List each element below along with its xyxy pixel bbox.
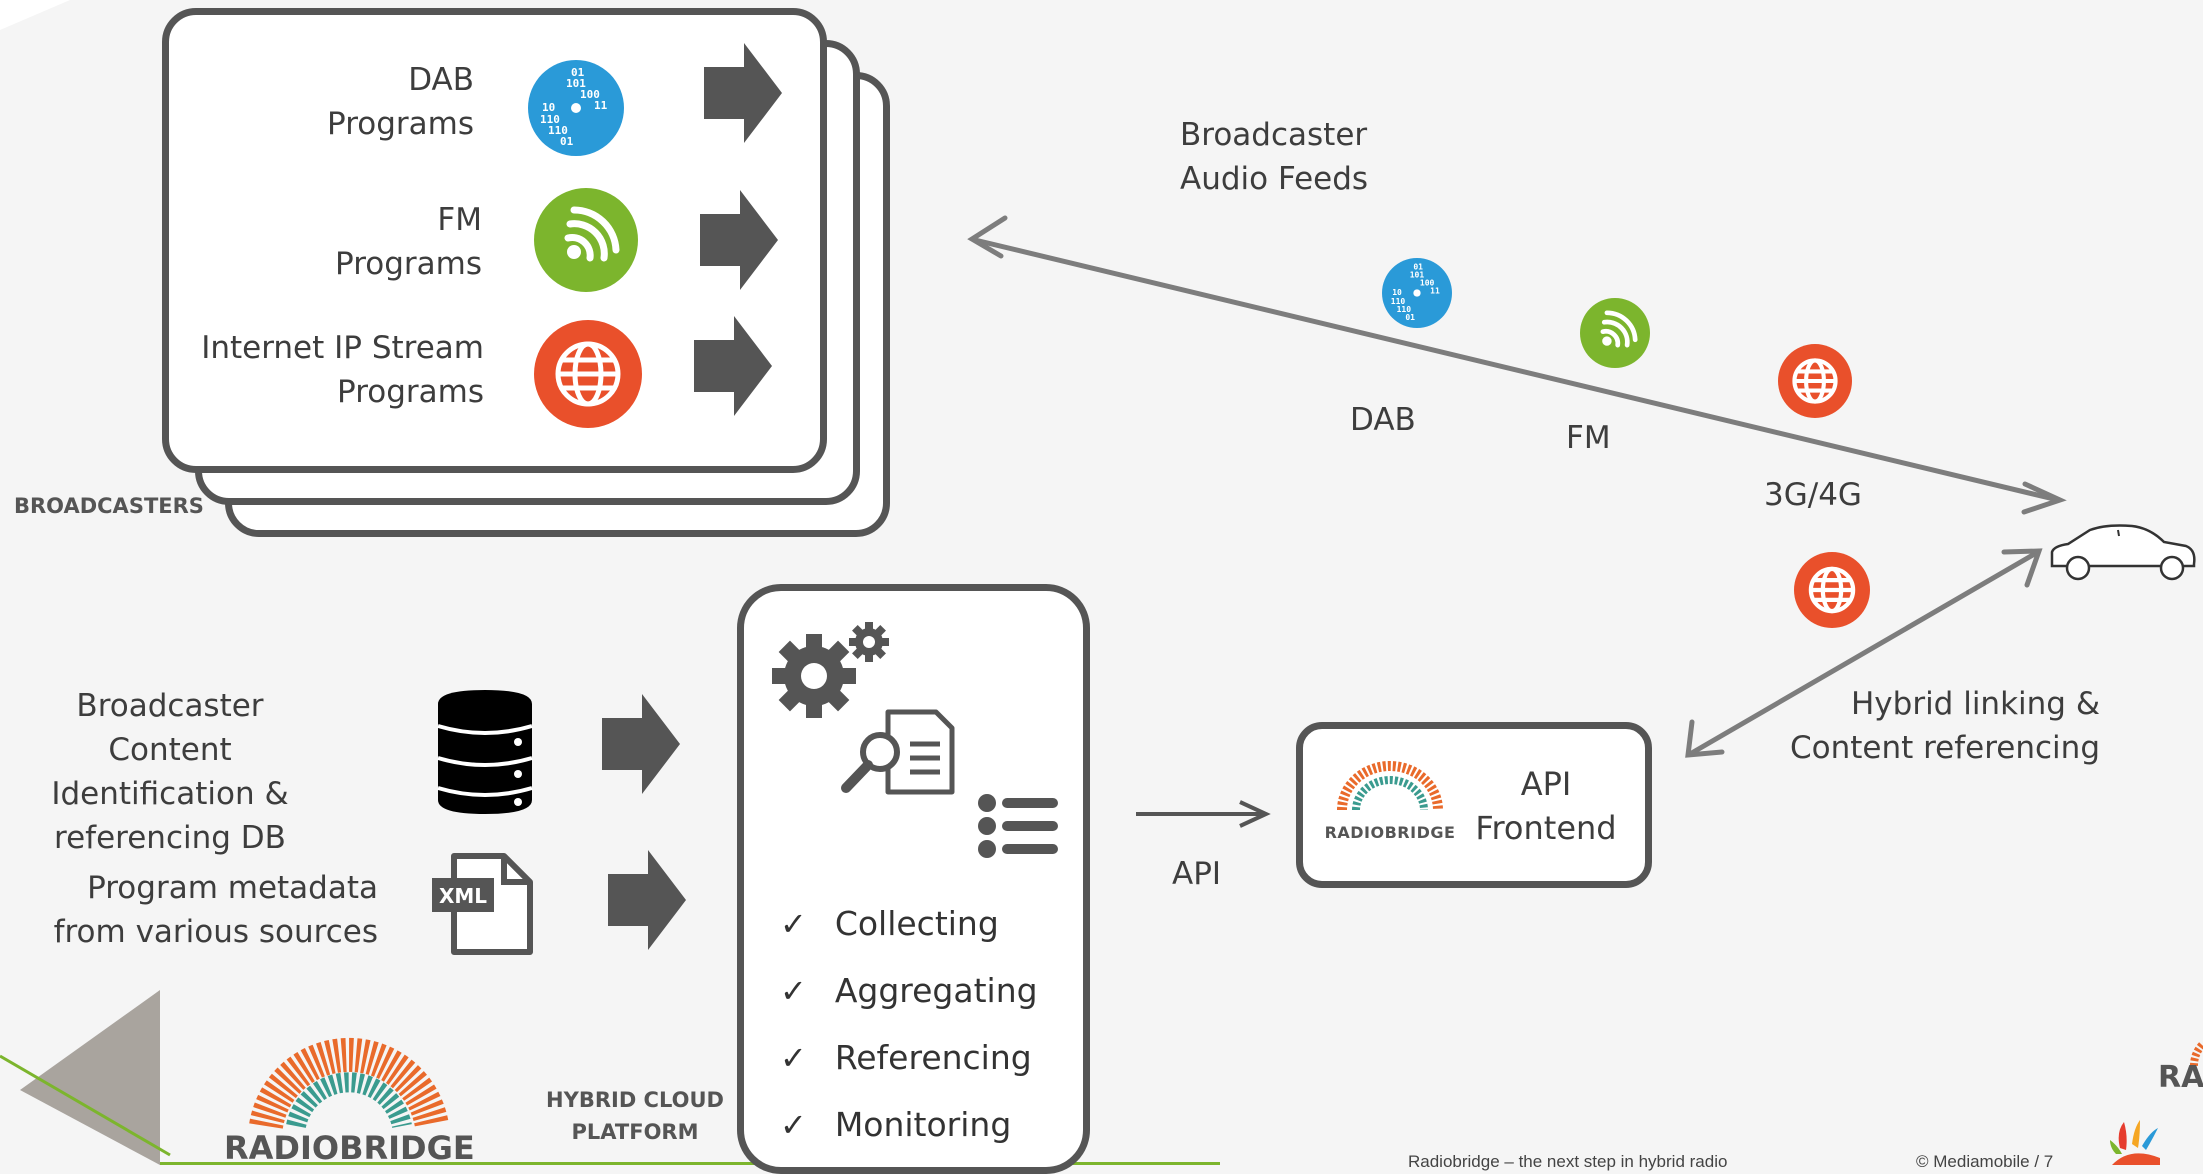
- arrow-right-icon: [602, 694, 680, 799]
- database-icon: [437, 690, 533, 819]
- linking-label: Hybrid linking & Content referencing: [1789, 686, 2100, 766]
- api-frontend-card: [1296, 722, 1652, 888]
- svg-text:110: 110: [540, 113, 560, 126]
- gears-icon: [772, 620, 894, 725]
- platform-step: ✓ Referencing: [780, 1024, 1038, 1091]
- source-db-label: Broadcaster Content Identification & ref…: [51, 688, 289, 856]
- car-icon: [2046, 522, 2196, 587]
- radiobridge-corner-logo: [2154, 1026, 2203, 1071]
- platform-step: ✓ Monitoring: [780, 1091, 1038, 1158]
- platform-step-label: Monitoring: [834, 1105, 1012, 1144]
- platform-step-label: Referencing: [834, 1038, 1032, 1077]
- arrow-right-icon: [608, 850, 686, 955]
- platform-step-label: Aggregating: [834, 971, 1038, 1010]
- linking-globe-icon: [1794, 552, 1870, 633]
- broadcasters-label: BROADCASTERS: [14, 494, 204, 518]
- svg-text:10: 10: [542, 101, 555, 114]
- footer-copyright: © Mediamobile / 7: [1916, 1152, 2054, 1171]
- svg-text:110: 110: [1397, 305, 1412, 314]
- bottom-left-triangle-decoration: [0, 990, 171, 1170]
- platform-label: HYBRID CLOUD PLATFORM: [546, 1088, 724, 1144]
- list-icon: [978, 794, 1060, 863]
- feed-3g4g-label: 3G/4G: [1764, 477, 1862, 513]
- bottom-green-line: [160, 1162, 1220, 1165]
- feed-fm-label: FM: [1566, 420, 1611, 456]
- program-label-fm: FM Programs: [335, 202, 482, 282]
- svg-text:11: 11: [594, 99, 608, 112]
- arrow-right-icon: [700, 190, 778, 295]
- svg-text:101: 101: [566, 77, 586, 90]
- svg-text:01: 01: [1405, 313, 1415, 322]
- svg-text:100: 100: [1420, 279, 1435, 288]
- platform-step: ✓ Collecting: [780, 890, 1038, 957]
- globe-icon: [534, 320, 642, 433]
- api-label: API: [1172, 856, 1222, 892]
- svg-text:XML: XML: [439, 884, 487, 908]
- xml-file-icon: XML: [432, 852, 534, 961]
- mediamobile-logo-icon: [2110, 1118, 2203, 1170]
- radiobridge-logo-text: RADIOBRIDGE: [224, 1129, 475, 1167]
- feed-3g4g-icon: [1778, 344, 1852, 423]
- svg-text:100: 100: [580, 88, 600, 101]
- audio-feeds-label: Broadcaster Audio Feeds: [1180, 117, 1369, 197]
- api-arrow: [1134, 796, 1271, 837]
- platform-step: ✓ Aggregating: [780, 957, 1038, 1024]
- svg-text:101: 101: [1410, 271, 1425, 280]
- document-search-icon: [840, 708, 958, 801]
- top-left-corner-decoration: [0, 0, 70, 35]
- arrow-right-icon: [704, 43, 782, 148]
- radiobridge-logo-text: RADIOBRIDGE: [1324, 823, 1456, 842]
- svg-text:110: 110: [548, 124, 568, 137]
- checkmark-icon: ✓: [780, 1038, 807, 1077]
- svg-text:01: 01: [560, 135, 574, 148]
- radiobridge-logo: RADIOBRIDGE: [224, 1030, 475, 1167]
- api-frontend-label: API Frontend: [1475, 765, 1617, 847]
- program-label-internet: Internet IP Stream Programs: [201, 330, 484, 410]
- checkmark-icon: ✓: [780, 904, 807, 943]
- checkmark-icon: ✓: [780, 1105, 807, 1144]
- arrow-right-icon: [694, 316, 772, 421]
- footer-tagline: Radiobridge – the next step in hybrid ra…: [1408, 1152, 1728, 1171]
- program-label-dab: DAB Programs: [327, 62, 474, 142]
- platform-steps-list: ✓ Collecting ✓ Aggregating ✓ Referencing…: [780, 890, 1038, 1158]
- feed-dab-label: DAB: [1350, 402, 1416, 438]
- radiobridge-logo-small: RADIOBRIDGE: [1316, 761, 1464, 842]
- svg-text:01: 01: [1413, 263, 1423, 272]
- platform-step-label: Collecting: [834, 904, 999, 943]
- source-metadata-label: Program metadata from various sources: [53, 870, 378, 950]
- svg-text:01: 01: [571, 66, 585, 79]
- radiobridge-corner-text: RA: [2158, 1060, 2203, 1095]
- svg-text:10: 10: [1392, 288, 1402, 297]
- svg-text:110: 110: [1391, 297, 1406, 306]
- checkmark-icon: ✓: [780, 971, 807, 1010]
- svg-text:11: 11: [1430, 287, 1440, 296]
- feed-fm-icon: [1580, 298, 1650, 373]
- fm-radio-icon: [534, 188, 638, 297]
